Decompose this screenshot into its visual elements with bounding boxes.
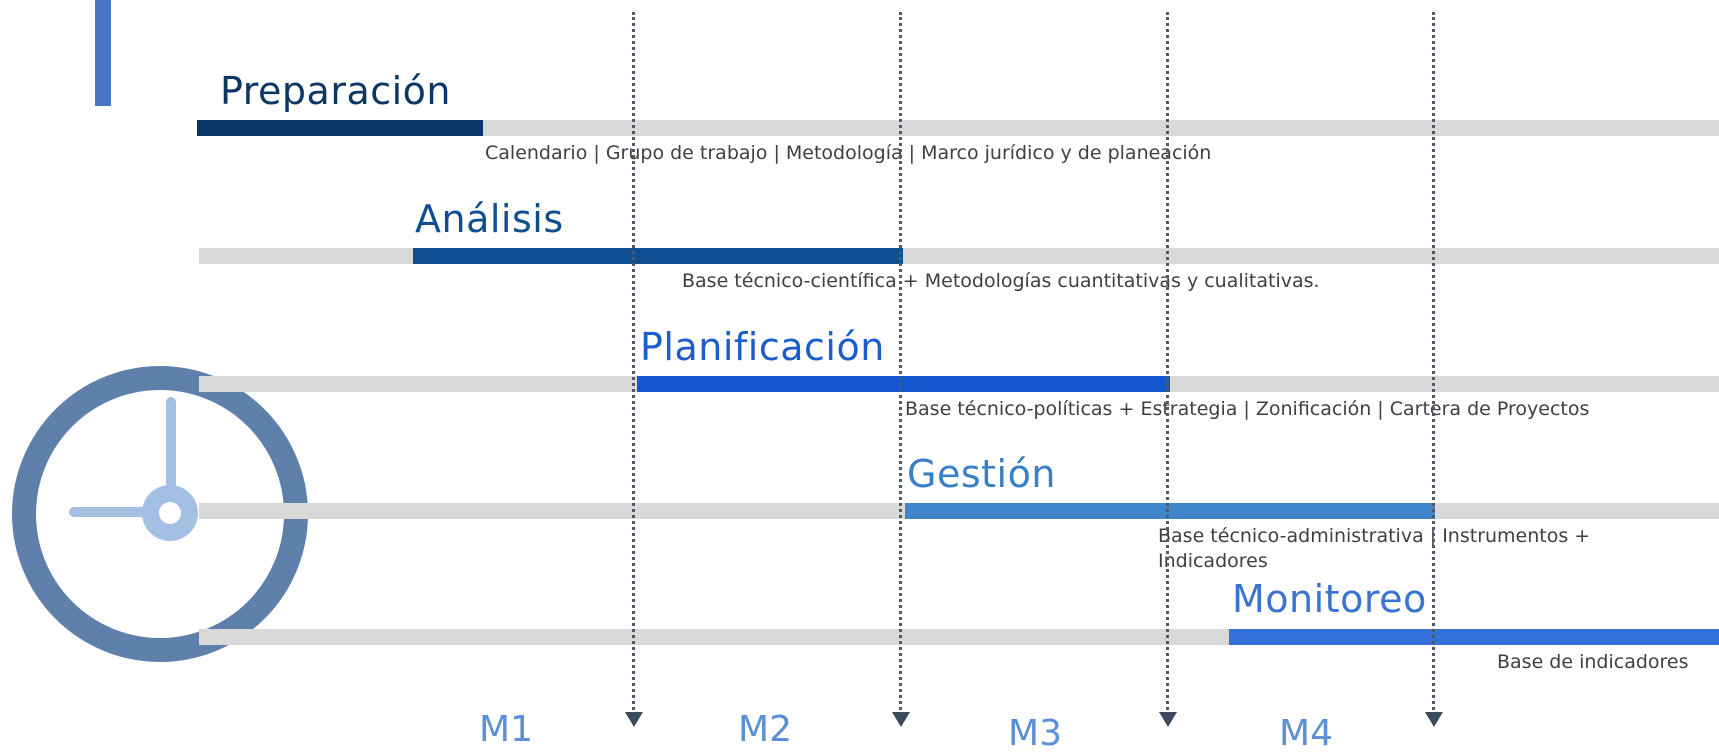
phase-description: Base técnico-científica + Metodologías c…: [682, 270, 1320, 292]
phase-bar: [637, 376, 1170, 392]
phase-bar: [197, 120, 483, 136]
milestone-divider: [1166, 12, 1169, 716]
down-arrow-icon: [1159, 712, 1177, 727]
phase-description: Base técnico-políticas + Estrategia | Zo…: [905, 398, 1590, 420]
down-arrow-icon: [625, 712, 643, 727]
phase-title: Planificación: [640, 325, 885, 369]
phase-bar: [413, 248, 903, 264]
phase-bar: [1229, 629, 1719, 645]
milestone-divider: [632, 12, 635, 716]
milestone-label-m1: M1: [479, 709, 533, 750]
milestone-label-m2: M2: [738, 709, 792, 750]
accent-bar: [95, 0, 111, 106]
milestone-divider: [899, 12, 902, 716]
milestone-divider: [1432, 12, 1435, 716]
phase-description: Base de indicadores: [1497, 651, 1689, 673]
phase-description: Base técnico-administrativa | Instrument…: [1158, 525, 1591, 572]
milestone-label-m4: M4: [1279, 713, 1333, 754]
phase-description: Calendario | Grupo de trabajo | Metodolo…: [485, 142, 1212, 164]
down-arrow-icon: [1425, 712, 1443, 727]
milestone-label-m3: M3: [1008, 713, 1062, 754]
phase-title: Preparación: [220, 69, 452, 113]
phase-title: Gestión: [907, 452, 1056, 496]
phase-title: Análisis: [415, 197, 564, 241]
phase-title: Monitoreo: [1232, 577, 1427, 621]
down-arrow-icon: [892, 712, 910, 727]
phase-track: [197, 120, 1719, 136]
phase-bar: [905, 503, 1435, 519]
